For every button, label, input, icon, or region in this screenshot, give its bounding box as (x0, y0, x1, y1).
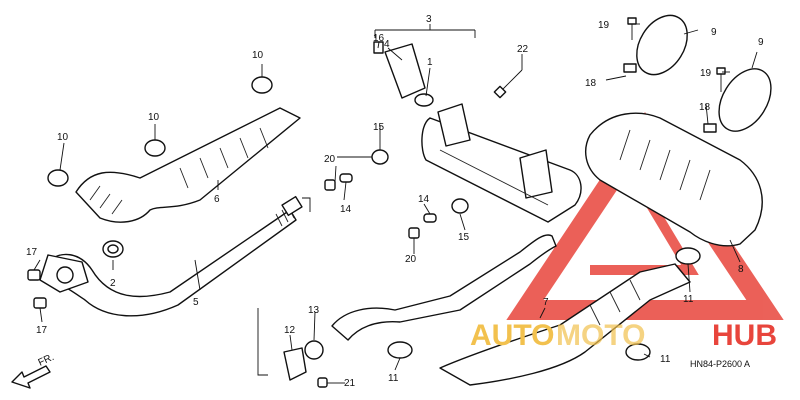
watermark-moto: MOTO (556, 319, 645, 352)
callout-10a: 10 (252, 50, 264, 61)
callout-4: 4 (384, 39, 390, 50)
muffler-protector (584, 112, 763, 247)
callout-16: 16 (373, 33, 385, 44)
watermark-hub: HUB (712, 319, 777, 352)
mount-bolt (493, 69, 523, 99)
callout-9b: 9 (758, 37, 764, 48)
callout-7: 7 (543, 297, 549, 308)
pipe-band (387, 247, 701, 361)
callout-3: 3 (426, 14, 432, 25)
callout-6: 6 (214, 194, 220, 205)
callout-17a: 17 (26, 247, 38, 258)
callout-5: 5 (193, 297, 199, 308)
heat-protector (75, 107, 301, 223)
callout-1: 1 (427, 57, 433, 68)
mount-rubbers (324, 149, 469, 239)
callout-13: 13 (308, 305, 320, 316)
watermark-text: AUTO MOTO HUB (470, 319, 777, 352)
callout-18a: 18 (585, 78, 597, 89)
callout-10c: 10 (57, 132, 69, 143)
protector-band (623, 14, 772, 133)
front-direction-arrow: FR. (11, 352, 56, 389)
callout-21: 21 (344, 378, 356, 389)
rear-stay (283, 340, 340, 388)
diagram-code: HN84-P2600 A (690, 359, 750, 369)
callout-10b: 10 (148, 112, 160, 123)
callout-12: 12 (284, 325, 296, 336)
callout-9a: 9 (711, 27, 717, 38)
flange-nut (27, 269, 47, 309)
callout-19a: 19 (598, 20, 610, 31)
front-label: FR. (37, 352, 56, 369)
silencer-joint (373, 41, 434, 107)
connecting-pipe (331, 234, 691, 386)
callout-15a: 15 (373, 122, 385, 133)
callout-20b: 20 (405, 254, 417, 265)
callout-14b: 14 (418, 194, 430, 205)
callout-14a: 14 (340, 204, 352, 215)
callout-20a: 20 (324, 154, 336, 165)
callout-18b: 18 (699, 102, 711, 113)
callout-11a: 11 (683, 294, 694, 305)
callout-2: 2 (110, 278, 116, 289)
callout-8: 8 (738, 264, 744, 275)
callout-17b: 17 (36, 325, 48, 336)
watermark-auto: AUTO (470, 319, 554, 352)
callout-11c: 11 (388, 373, 399, 384)
callout-11b: 11 (660, 354, 671, 365)
callout-19b: 19 (700, 68, 712, 79)
callout-22: 22 (517, 44, 529, 55)
leader-lines (33, 23, 758, 384)
callout-labels: 3 4 1 16 22 10 10 10 6 2 5 17 17 15 20 1… (26, 14, 764, 389)
callout-15b: 15 (458, 232, 470, 243)
exhaust-pipe (39, 195, 303, 317)
muffler (421, 103, 582, 223)
